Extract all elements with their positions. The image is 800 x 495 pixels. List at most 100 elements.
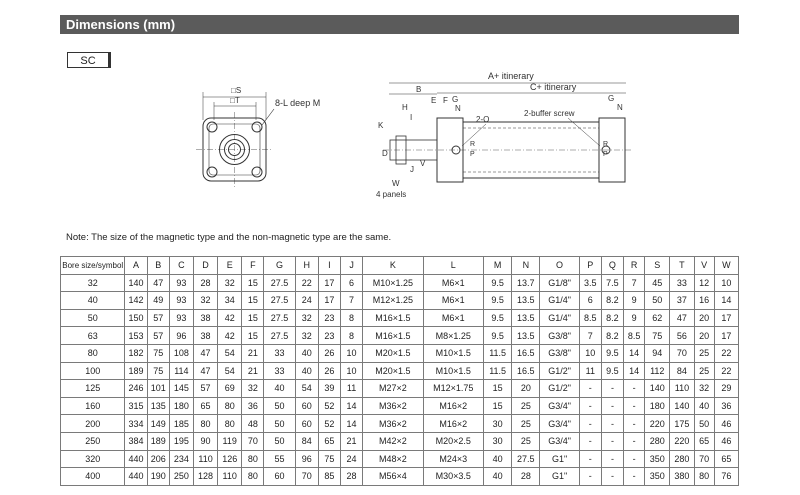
column-header: H [294,256,319,275]
table-cell: G1" [539,449,580,469]
table-cell: 47 [192,361,219,381]
table-cell: 6 [339,273,364,293]
table-cell: 50 [263,396,296,416]
table-cell: 160 [59,396,126,416]
table-cell: 46 [713,414,740,433]
table-cell: 50 [693,414,715,433]
table-cell: 28 [511,467,541,486]
table-cell: 39 [317,379,341,398]
table-cell: 38 [192,326,219,345]
table-cell: 32 [217,273,243,293]
table-cell: - [623,431,646,451]
table-cell: - [600,431,625,451]
table-cell: 27.5 [263,273,296,293]
table-cell: 384 [124,431,148,451]
table-cell: M8×1.25 [422,326,485,345]
i-label: I [410,113,412,122]
column-header: R [623,256,646,275]
table-cell: 80 [217,396,243,416]
table-cell: 9 [623,308,646,328]
table-cell: 11 [578,361,602,381]
table-cell: 17 [317,291,341,310]
table-cell: 14 [339,396,364,416]
table-cell: 32 [59,273,126,293]
table-cell: 85 [317,467,341,486]
table-cell: 8 [339,326,364,345]
table-cell: 23 [317,308,341,328]
table-cell: - [578,449,602,469]
table-cell: 56 [669,326,695,345]
table-cell: 60 [263,467,296,486]
table-cell: 27.5 [511,449,541,469]
table-cell: 8 [339,308,364,328]
table-cell: 42 [217,326,243,345]
column-header: A [124,256,148,275]
table-cell: 55 [263,449,296,469]
table-cell: 57 [192,379,219,398]
table-cell: 75 [317,449,341,469]
table-cell: 45 [644,273,671,293]
table-cell: 8.2 [600,291,625,310]
table-cell: 175 [669,414,695,433]
table-cell: 9.5 [483,308,513,328]
table-cell: 400 [59,467,126,486]
table-cell: 15 [241,273,265,293]
table-cell: 32 [192,291,219,310]
table-cell: - [578,379,602,398]
table-cell: 10 [339,343,364,363]
table-cell: 65 [713,449,740,469]
table-cell: - [600,414,625,433]
front-t-label: □T [230,96,240,105]
panels-label: 4 panels [376,190,406,199]
column-header: C [168,256,194,275]
table-cell: 80 [192,414,219,433]
table-cell: 93 [168,291,194,310]
table-cell: 62 [644,308,671,328]
table-cell: M16×1.5 [362,326,424,345]
table-cell: 54 [294,379,319,398]
table-cell: 94 [644,343,671,363]
table-cell: M6×1 [422,291,485,310]
b-label: B [416,85,421,94]
f-label: F [443,96,448,105]
table-cell: M16×2 [422,396,485,416]
table-cell: 3.5 [578,273,602,293]
table-cell: 50 [263,414,296,433]
table-cell: 75 [146,343,170,363]
table-cell: 54 [217,361,243,381]
side-view: A+ itinerary C+ itinerary B E F G N H I … [376,71,632,199]
column-header: Bore size/symbol [59,256,126,275]
table-cell: 33 [263,361,296,381]
table-cell: M6×1 [422,308,485,328]
d-label: D [382,149,388,158]
table-cell: 9.5 [483,291,513,310]
table-cell: 33 [263,343,296,363]
table-cell: 47 [192,343,219,363]
table-cell: 16.5 [511,361,541,381]
table-cell: - [600,396,625,416]
table-cell: G3/8" [539,343,580,363]
column-header: E [217,256,243,275]
table-cell: 80 [241,467,265,486]
table-cell: 65 [317,431,341,451]
table-cell: 11 [339,379,364,398]
table-cell: 182 [124,343,148,363]
table-cell: 70 [294,467,319,486]
table-cell: 7 [623,273,646,293]
table-cell: 80 [59,343,126,363]
table-cell: 234 [168,449,194,469]
table-cell: 250 [168,467,194,486]
table-cell: 70 [693,449,715,469]
table-cell: 11.5 [483,343,513,363]
table-cell: 17 [317,273,341,293]
table-cell: 25 [693,361,715,381]
table-cell: 40 [483,467,513,486]
section-title: Dimensions (mm) [60,15,739,34]
table-cell: - [623,379,646,398]
table-cell: 50 [59,308,126,328]
table-cell: - [600,467,625,486]
